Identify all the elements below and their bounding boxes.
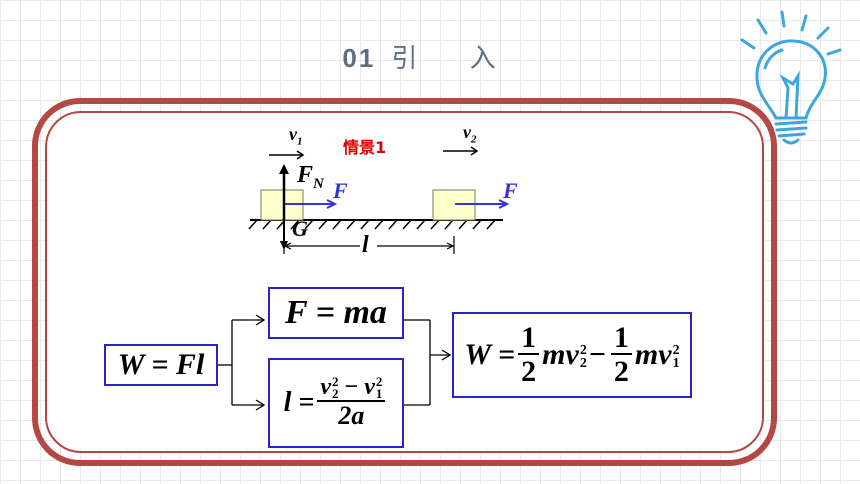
scene-diagram bbox=[248, 146, 510, 254]
normal-force-label: FN bbox=[297, 162, 324, 192]
kinematics-lhs: l = bbox=[283, 387, 315, 418]
section-title: 引 入 bbox=[391, 44, 518, 74]
force-label-left: F bbox=[333, 178, 348, 203]
section-number: 01 bbox=[342, 43, 376, 73]
v1-label: v1 bbox=[289, 124, 303, 148]
kinematics-denominator: 2a bbox=[338, 401, 365, 431]
scene-label: 情景1 bbox=[343, 138, 387, 157]
distance-label: l bbox=[362, 232, 369, 258]
work-energy-box bbox=[452, 312, 692, 398]
physics-scene: v1 情景1 v2 FN F F G l bbox=[245, 118, 525, 260]
kinematics-box bbox=[268, 358, 404, 448]
v2-label: v2 bbox=[463, 122, 477, 146]
work-definition-box bbox=[104, 344, 218, 386]
content-frame-outer bbox=[32, 98, 777, 466]
light-bulb-icon bbox=[740, 10, 842, 145]
force-label-right: F bbox=[503, 178, 518, 203]
newton-law-formula: F = ma bbox=[285, 294, 387, 331]
page-title: 01 引 入 bbox=[0, 38, 860, 75]
gravity-label: G bbox=[292, 216, 308, 241]
work-definition-formula: W = Fl bbox=[117, 348, 205, 381]
result-lhs: W = bbox=[464, 338, 516, 371]
newton-law-box bbox=[268, 287, 404, 339]
